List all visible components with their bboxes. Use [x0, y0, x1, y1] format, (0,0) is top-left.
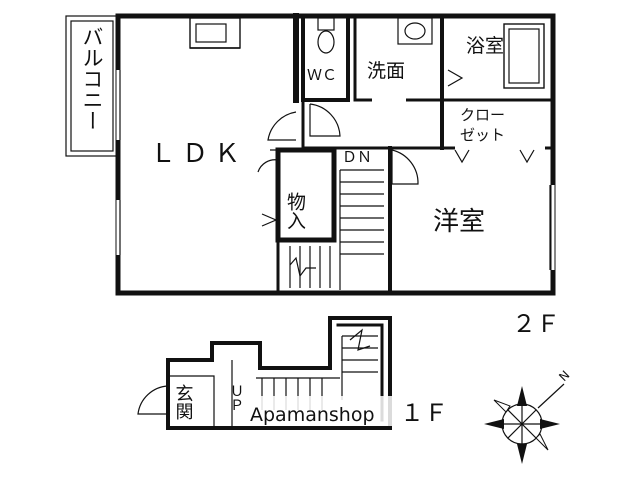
toilet-icon [317, 17, 335, 54]
compass-pointer-n [517, 386, 527, 406]
kitchen-sink-icon [189, 17, 241, 49]
storage-label: 物入 [284, 192, 306, 230]
floor-1-label: １Ｆ [400, 399, 448, 427]
bath-label-1: 浴室 [466, 35, 504, 57]
floor-2-label: ２Ｆ [512, 310, 560, 338]
wc-label: ＷＣ [307, 66, 337, 84]
compass-icon: N [484, 368, 572, 464]
bathtub-icon [503, 23, 545, 89]
entrance-label: 玄関 [173, 384, 194, 420]
western-room-label: 洋室 [433, 207, 485, 237]
compass-north-label: N [556, 368, 572, 384]
watermark: Apamanshop [248, 396, 396, 426]
ldk-label: ＬＤＫ [150, 139, 246, 169]
floor-2-plan: バルコニー ＷＣ [65, 13, 560, 338]
stairs-down-label: ＤＮ [342, 148, 372, 166]
watermark-text: Apamanshop [250, 404, 375, 426]
washbasin-icon [397, 17, 433, 45]
staircase-2f [289, 169, 384, 290]
closet-label-2: ゼット [460, 126, 505, 144]
balcony: バルコニー [65, 15, 119, 157]
floor-1-plan: 玄関 ＵＰ Apamanshop １Ｆ [137, 316, 448, 430]
stairs-up-label: ＵＰ [228, 384, 244, 412]
washroom-label: 洗面 [367, 60, 405, 82]
closet-label-1: クロー [460, 106, 505, 124]
balcony-label: バルコニー [80, 26, 104, 131]
